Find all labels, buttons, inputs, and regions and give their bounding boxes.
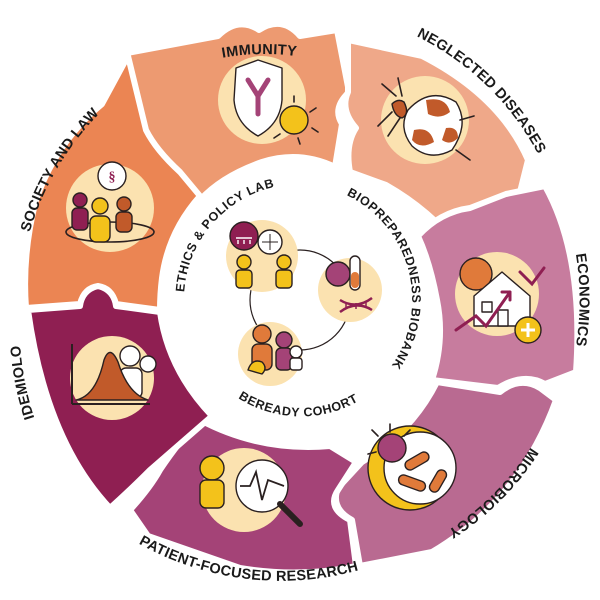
svg-text:§: §	[109, 170, 116, 185]
magnifier-icon	[199, 448, 303, 532]
antibody-shield-icon	[218, 56, 319, 145]
label-economics: ECONOMICS	[572, 252, 592, 347]
outer-ring	[22, 20, 581, 576]
family-cohort-icon	[238, 322, 303, 386]
label-immunity: IMMUNITY	[221, 42, 298, 62]
museum-scales-icon	[226, 220, 298, 292]
paragraph-people-icon: §	[65, 161, 155, 252]
center-disc	[168, 168, 432, 432]
mosquito-icon	[377, 76, 475, 164]
house-economy-icon	[454, 252, 546, 344]
test-tube-dna-icon	[318, 255, 382, 322]
epidemic-curve-icon	[70, 336, 157, 420]
bacteria-icon	[367, 423, 457, 511]
